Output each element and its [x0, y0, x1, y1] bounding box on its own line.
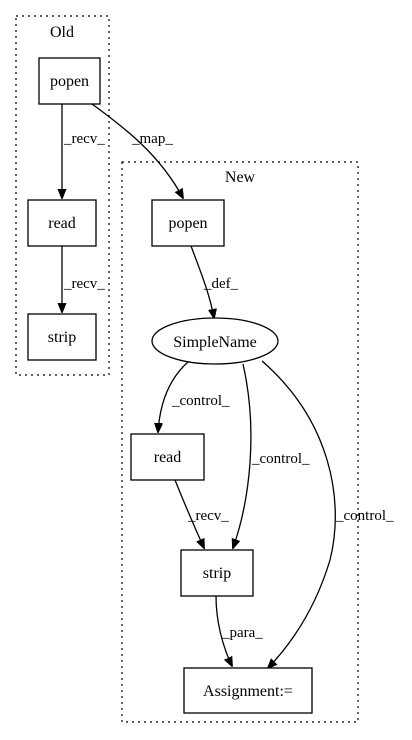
edge-label: _recv_ [187, 508, 229, 524]
edge-label: _control_ [251, 451, 310, 467]
node-old-popen: popen [38, 57, 101, 105]
edge-old-popen-read: _recv_ [62, 104, 105, 198]
cluster-old: Old [15, 15, 110, 376]
node-new-popen: popen [151, 199, 225, 247]
node-label: read [154, 449, 182, 466]
edge-simplename-read: _control_ [158, 361, 230, 432]
node-label: Assignment:= [203, 683, 293, 700]
edge-label: _recv_ [63, 131, 105, 147]
node-assignment: Assignment:= [183, 667, 313, 714]
node-label: strip [203, 565, 231, 582]
node-label: strip [48, 329, 76, 346]
cluster-new: New [121, 161, 359, 723]
edge-strip-assignment: _para_ [215, 595, 263, 666]
edge-map: _map_ [91, 103, 183, 198]
node-label: popen [168, 215, 207, 232]
edge-simplename-strip: _control_ [233, 363, 310, 548]
edge-label: _para_ [221, 625, 263, 641]
node-label: popen [50, 73, 89, 90]
edge-label: _map_ [131, 131, 173, 147]
edge-label: _def_ [203, 276, 239, 292]
edge-read-strip: _recv_ [174, 479, 229, 548]
node-old-strip: strip [27, 313, 97, 361]
edge-def: _def_ [190, 245, 239, 318]
node-simplename: SimpleName [151, 317, 279, 365]
cluster-old-label: Old [50, 24, 74, 41]
edge-old-read-strip: _recv_ [62, 246, 105, 312]
node-new-strip: strip [180, 549, 254, 597]
node-new-read: read [130, 433, 205, 481]
node-old-read: read [27, 199, 97, 247]
edge-label: _control_ [335, 508, 394, 524]
node-label: read [48, 215, 76, 232]
edge-label: _control_ [171, 393, 230, 409]
node-label: SimpleName [173, 334, 257, 351]
edge-simplename-assignment: _control_ [261, 360, 394, 668]
edge-label: _recv_ [63, 276, 105, 292]
cluster-new-label: New [225, 169, 256, 186]
